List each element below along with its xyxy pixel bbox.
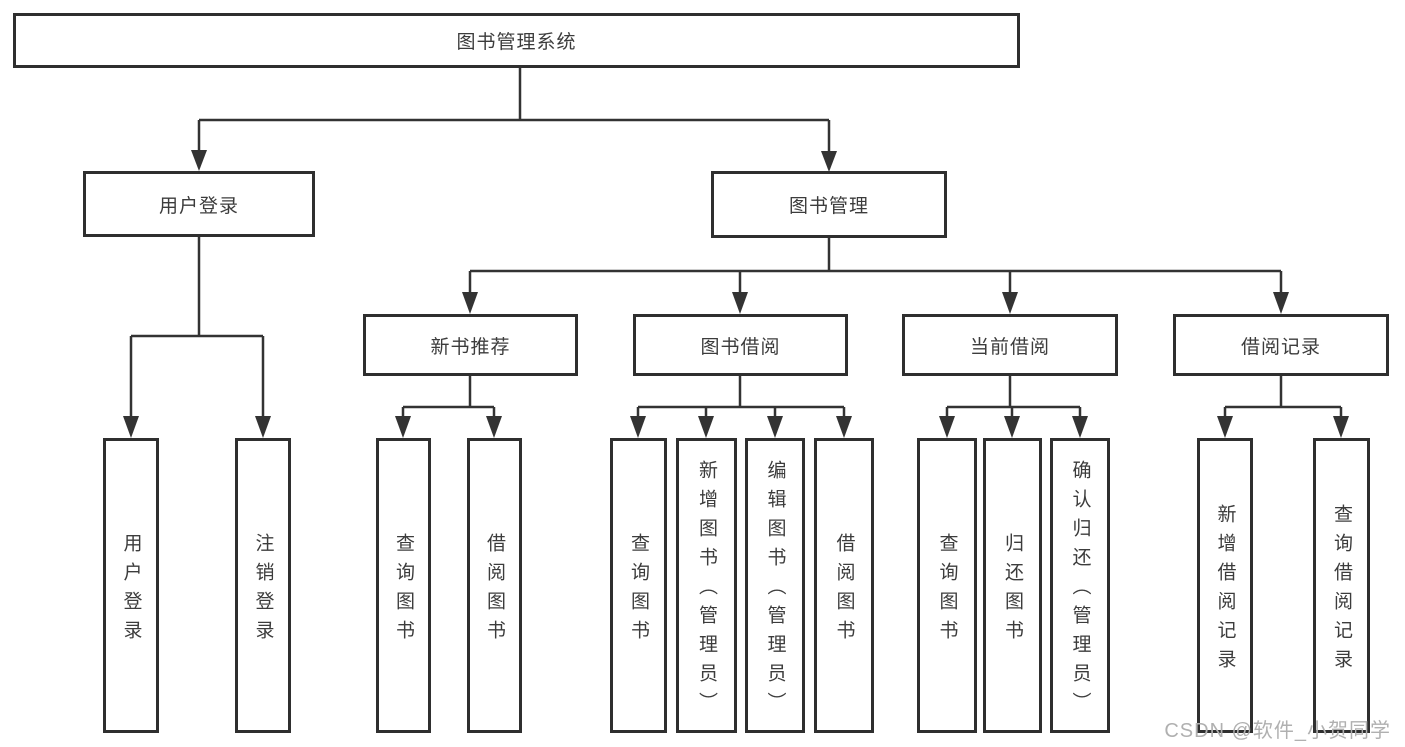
node-user-login-module: 用户登录 [83, 171, 315, 237]
node-new-book-recommend: 新书推荐 [363, 314, 578, 376]
node-label: 确认归还（管理员） [1069, 460, 1091, 721]
node-borrow-books: 借阅图书 [814, 438, 874, 733]
node-query-books-borrowing: 查询图书 [610, 438, 667, 733]
node-current-borrowing: 当前借阅 [902, 314, 1118, 376]
node-label: 新增借阅记录 [1214, 503, 1236, 678]
node-label: 借阅记录 [1240, 336, 1321, 358]
node-label: 借阅图书 [484, 532, 505, 649]
node-label: 图书借阅 [700, 336, 781, 358]
node-borrow-books-recommend: 借阅图书 [467, 438, 522, 733]
node-label: 编辑图书（管理员） [764, 460, 786, 721]
node-query-borrow-record: 查询借阅记录 [1313, 438, 1370, 733]
node-root-system: 图书管理系统 [13, 13, 1020, 68]
node-borrowing-records: 借阅记录 [1173, 314, 1389, 376]
node-label: 新增图书（管理员） [696, 460, 717, 721]
node-label: 注销登录 [252, 532, 274, 649]
node-label: 查询图书 [628, 532, 649, 649]
node-label: 图书管理系统 [456, 32, 577, 53]
node-logout-action: 注销登录 [235, 438, 291, 733]
node-label: 查询图书 [393, 532, 414, 649]
node-label: 当前借阅 [969, 336, 1050, 358]
csdn-watermark: CSDN @软件_小贺同学 [1164, 720, 1391, 742]
node-user-login-action: 用户登录 [103, 438, 159, 733]
node-edit-books-admin: 编辑图书（管理员） [745, 438, 805, 733]
node-label: 借阅图书 [833, 532, 855, 649]
node-query-books-recommend: 查询图书 [376, 438, 431, 733]
node-book-management-module: 图书管理 [711, 171, 947, 238]
node-label: 归还图书 [1002, 532, 1023, 649]
node-label: 用户登录 [158, 195, 239, 217]
node-label: 图书管理 [788, 196, 869, 217]
node-query-books-current: 查询图书 [917, 438, 977, 733]
node-add-books-admin: 新增图书（管理员） [676, 438, 737, 733]
node-label: 新书推荐 [430, 336, 511, 358]
node-label: 查询图书 [936, 532, 958, 649]
node-label: 查询借阅记录 [1331, 503, 1352, 678]
node-add-borrow-record: 新增借阅记录 [1197, 438, 1253, 733]
node-label: 用户登录 [120, 532, 142, 649]
node-confirm-return-admin: 确认归还（管理员） [1050, 438, 1110, 733]
node-book-borrowing: 图书借阅 [633, 314, 848, 376]
node-return-books: 归还图书 [983, 438, 1042, 733]
